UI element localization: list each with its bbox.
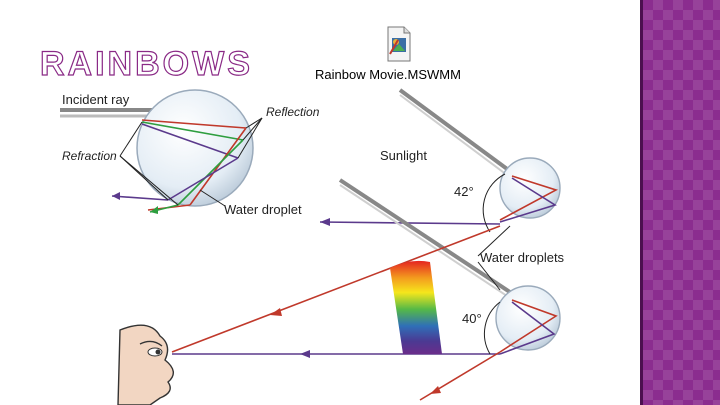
violet-exit-ray (111, 195, 169, 201)
violet-ray-top (319, 221, 501, 225)
label-reflection: Reflection (266, 105, 320, 119)
viewer-face (117, 324, 174, 405)
label-refraction: Refraction (62, 149, 117, 163)
left-droplet-diagram: Incident ray Reflection Refraction Water… (60, 89, 320, 217)
label-water-droplets: Water droplets (480, 250, 565, 265)
red-ray-to-eye (171, 225, 501, 353)
label-angle-top: 42° (454, 184, 474, 199)
water-droplet-bottom (495, 285, 561, 351)
rainbow-diagram: Incident ray Reflection Refraction Water… (60, 88, 565, 405)
right-rainbow-diagram: 42° Sunlight 40° Water droplets (117, 88, 565, 405)
label-incident-ray: Incident ray (62, 92, 130, 107)
decorative-side-panel (640, 0, 720, 405)
label-sunlight: Sunlight (380, 148, 427, 163)
rainbow-band (390, 260, 442, 354)
label-water-droplet: Water droplet (224, 202, 302, 217)
water-droplet-top (499, 157, 561, 219)
water-droplet-large (136, 89, 254, 207)
slide-title: RAINBOWS (39, 44, 253, 83)
movie-file-icon[interactable] (386, 26, 412, 62)
label-angle-bottom: 40° (462, 311, 482, 326)
sunlight-beam-top (398, 88, 524, 182)
embedded-file-label[interactable]: Rainbow Movie.MSWMM (315, 67, 461, 82)
